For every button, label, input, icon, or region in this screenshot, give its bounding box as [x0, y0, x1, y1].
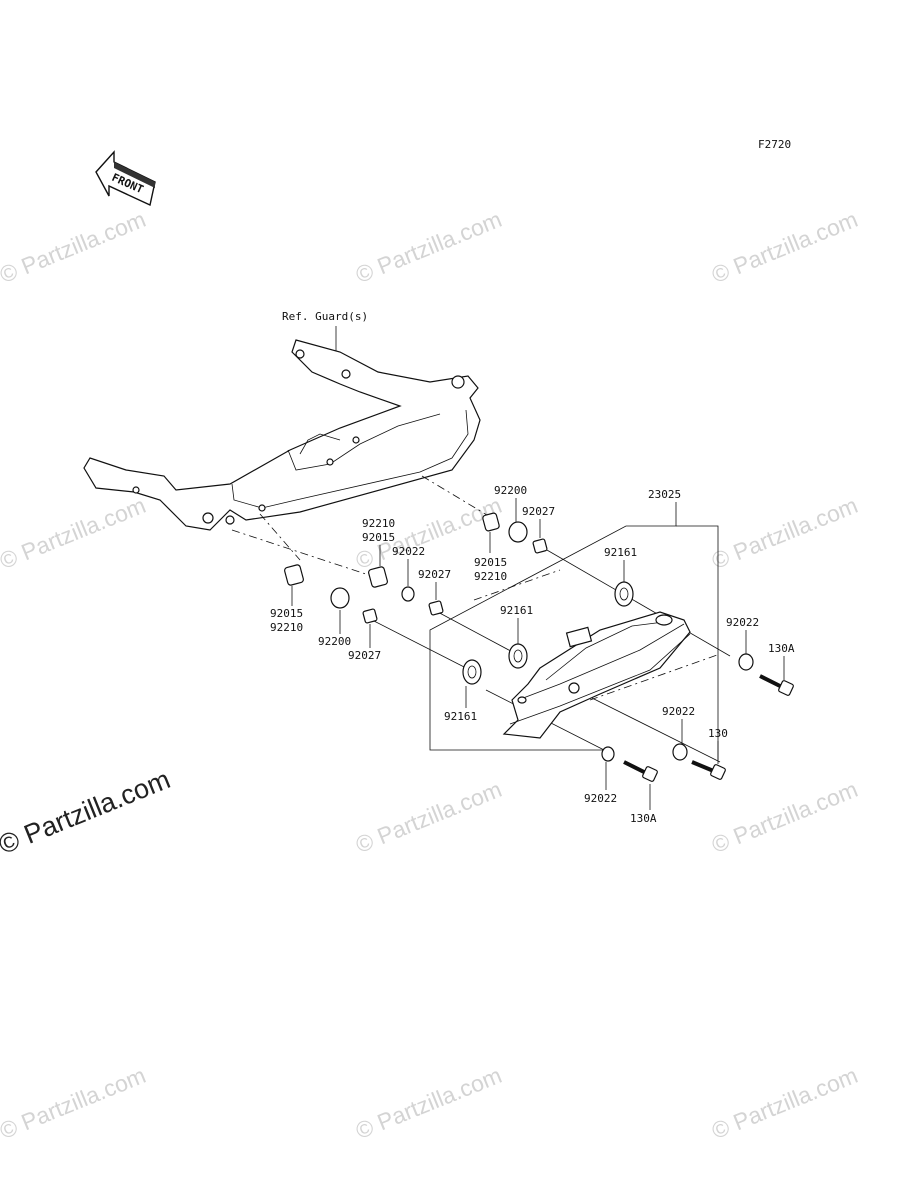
- damper-92200-left: [330, 587, 350, 609]
- centerline: [231, 529, 373, 577]
- callout-92161-mid: 92161: [500, 604, 533, 617]
- callout-92027-mid: 92027: [418, 568, 451, 581]
- callout-92210-left: 92210: [270, 621, 303, 634]
- callout-92161-top: 92161: [604, 546, 637, 559]
- front-arrow-icon: FRONT: [95, 150, 156, 207]
- callout-92015-mid: 92015: [362, 531, 395, 544]
- bolt-130A-bottom: [623, 760, 658, 782]
- callout-23025: 23025: [648, 488, 681, 501]
- washer-92022-bottom: [601, 746, 615, 762]
- callout-92200-top: 92200: [494, 484, 527, 497]
- washer-92022-right: [738, 653, 754, 671]
- callout-92161-low: 92161: [444, 710, 477, 723]
- tail-light-assembly: [502, 611, 691, 739]
- figure-code: F2720: [758, 138, 791, 151]
- collar-92027-left: [362, 608, 378, 624]
- bracket-line: [676, 525, 719, 760]
- callout-92200-left: 92200: [318, 635, 351, 648]
- collar-92027-top: [532, 538, 548, 554]
- grommet-92161-mid: [508, 643, 528, 669]
- callout-92022-mid: 92022: [392, 545, 425, 558]
- centerline: [371, 619, 471, 671]
- grommet-92161-low: [462, 659, 482, 685]
- centerline: [433, 609, 521, 657]
- washer-92022-mid: [401, 586, 415, 602]
- callout-92022-bottom: 92022: [584, 792, 617, 805]
- grommet-92161-top: [614, 581, 634, 607]
- bushing-92015-mid: [368, 566, 388, 588]
- washer-92022-lowright: [672, 743, 688, 761]
- callout-92210-top: 92210: [474, 570, 507, 583]
- callout-92015-left: 92015: [270, 607, 303, 620]
- damper-92200-top: [508, 521, 528, 543]
- centerline: [473, 569, 561, 601]
- bracket-line: [429, 502, 677, 751]
- bolt-130A-right: [759, 674, 794, 696]
- reference-label: Ref. Guard(s): [282, 310, 368, 323]
- callout-92022-lowright: 92022: [662, 705, 695, 718]
- centerline: [539, 545, 731, 657]
- bolt-130-lowright: [691, 760, 726, 780]
- callout-92027-top: 92027: [522, 505, 555, 518]
- callout-130A-bottom: 130A: [630, 812, 657, 825]
- centerline: [589, 653, 721, 701]
- bushing-92015-top: [482, 512, 500, 532]
- centerline: [579, 691, 721, 763]
- collar-92027-mid: [428, 600, 444, 616]
- callout-92027-left: 92027: [348, 649, 381, 662]
- callout-130-lowright: 130: [708, 727, 728, 740]
- bushing-92015-left: [284, 564, 304, 586]
- guard-frame: [83, 339, 481, 531]
- callout-92210-mid: 92210: [362, 517, 395, 530]
- centerline: [259, 513, 301, 561]
- centerline: [421, 475, 493, 519]
- callout-92022-right: 92022: [726, 616, 759, 629]
- callout-130A-right: 130A: [768, 642, 795, 655]
- callout-92015-top: 92015: [474, 556, 507, 569]
